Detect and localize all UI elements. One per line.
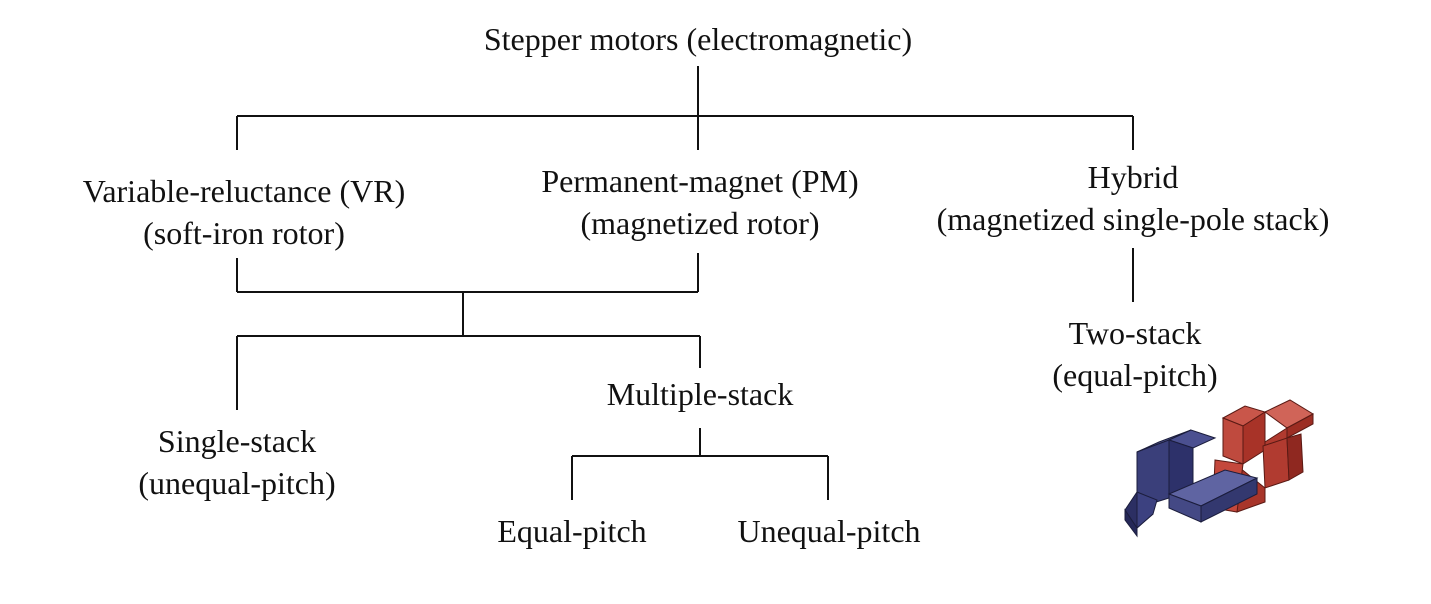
node-permanent-magnet: Permanent-magnet (PM) (magnetized rotor) [541, 160, 858, 244]
node-single-stack-title: Single-stack [157, 423, 317, 459]
node-hybrid: Hybrid (magnetized single-pole stack) [937, 156, 1330, 240]
node-permanent-magnet-title: Permanent-magnet (PM) [541, 163, 859, 199]
node-unequal-pitch: Unequal-pitch [737, 510, 920, 552]
node-variable-reluctance-title: Variable-reluctance (VR) [82, 173, 406, 209]
node-two-stack-title: Two-stack [1068, 315, 1202, 351]
node-hybrid-title: Hybrid [1087, 159, 1179, 195]
node-stepper-motors: Stepper motors (electromagnetic) [484, 18, 912, 60]
node-multiple-stack-label: Multiple-stack [606, 376, 794, 412]
node-variable-reluctance-subtitle: (soft-iron rotor) [143, 215, 345, 251]
node-single-stack: Single-stack (unequal-pitch) [138, 420, 335, 504]
node-two-stack-subtitle: (equal-pitch) [1052, 357, 1218, 393]
node-single-stack-subtitle: (unequal-pitch) [138, 465, 336, 501]
node-equal-pitch: Equal-pitch [497, 510, 646, 552]
node-stepper-motors-label: Stepper motors (electromagnetic) [483, 21, 913, 57]
node-multiple-stack: Multiple-stack [607, 373, 794, 415]
node-two-stack: Two-stack (equal-pitch) [1052, 312, 1217, 396]
node-variable-reluctance: Variable-reluctance (VR) (soft-iron roto… [83, 170, 405, 254]
blue-stack-icon [1124, 429, 1259, 538]
node-permanent-magnet-subtitle: (magnetized rotor) [580, 205, 820, 241]
node-hybrid-subtitle: (magnetized single-pole stack) [936, 201, 1330, 237]
node-unequal-pitch-label: Unequal-pitch [737, 513, 921, 549]
two-stack-rotor-illustration-icon [1124, 399, 1315, 538]
node-equal-pitch-label: Equal-pitch [497, 513, 647, 549]
